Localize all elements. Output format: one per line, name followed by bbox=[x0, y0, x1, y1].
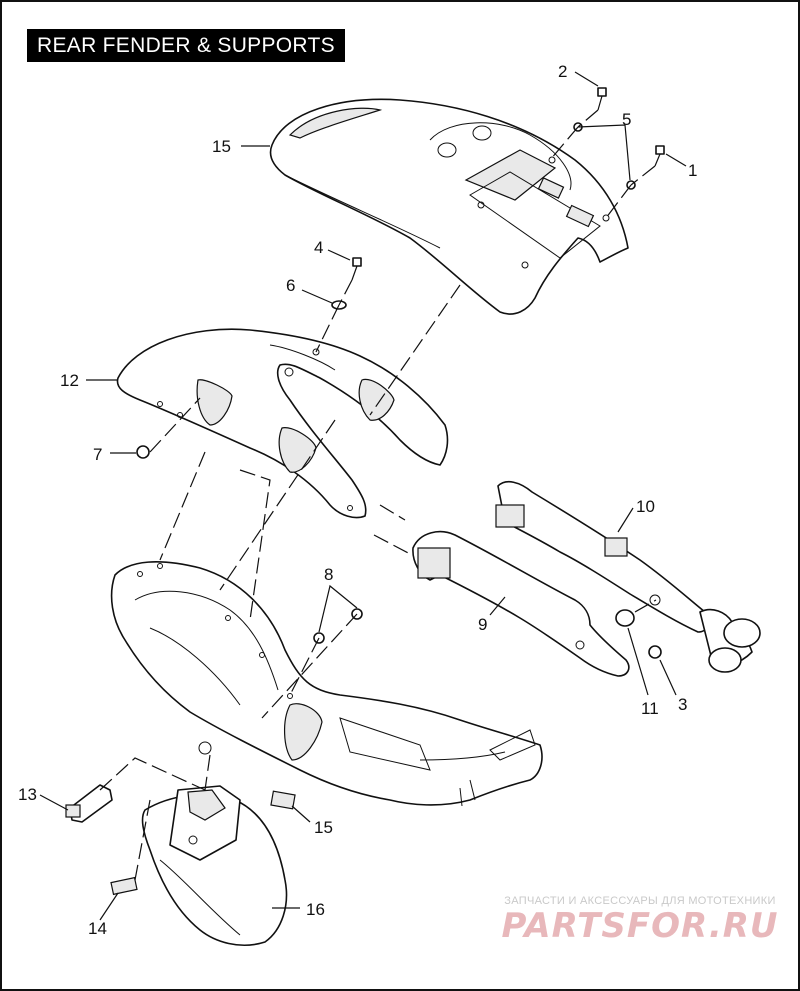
part-9-support-rail bbox=[412, 531, 630, 677]
watermark-tagline: ЗАПЧАСТИ И АКСЕССУАРЫ ДЛЯ МОТОТЕХНИКИ bbox=[504, 895, 776, 907]
callout-1: 1 bbox=[688, 161, 697, 180]
callout-15-top: 15 bbox=[212, 137, 231, 156]
part-16-lower-fender bbox=[141, 785, 288, 946]
callout-4: 4 bbox=[314, 238, 323, 257]
callouts: 15 2 5 1 4 6 12 7 8 10 9 11 3 13 15 14 1… bbox=[18, 62, 697, 938]
fender-subframe-assembly bbox=[110, 561, 543, 807]
assembly-lines bbox=[99, 109, 657, 881]
part-13-bracket bbox=[65, 784, 113, 823]
part-10-support-rail bbox=[495, 480, 710, 633]
part-15-fender-cover bbox=[269, 98, 629, 315]
callout-15-bottom: 15 bbox=[314, 818, 333, 837]
part-15-pad bbox=[270, 790, 296, 810]
callout-12: 12 bbox=[60, 371, 79, 390]
callout-7: 7 bbox=[93, 445, 102, 464]
part-12-fender-support bbox=[116, 328, 449, 519]
watermark: ЗАПЧАСТИ И АКСЕССУАРЫ ДЛЯ МОТОТЕХНИКИ PA… bbox=[490, 895, 790, 945]
watermark-brand: PARTSFOR.RU bbox=[501, 906, 779, 946]
callout-8: 8 bbox=[324, 565, 333, 584]
callout-6: 6 bbox=[286, 276, 295, 295]
leader-lines bbox=[39, 71, 687, 921]
callout-13: 13 bbox=[18, 785, 37, 804]
part-14-pad bbox=[110, 876, 138, 896]
callout-11: 11 bbox=[641, 699, 659, 718]
rear-lamp-assembly bbox=[699, 608, 761, 673]
callout-9: 9 bbox=[478, 615, 487, 634]
callout-2: 2 bbox=[558, 62, 567, 81]
callout-16: 16 bbox=[306, 900, 325, 919]
callout-10: 10 bbox=[636, 497, 655, 516]
callout-3: 3 bbox=[678, 695, 687, 714]
diagram-title: REAR FENDER & SUPPORTS bbox=[27, 29, 345, 62]
callout-5: 5 bbox=[622, 110, 631, 129]
callout-14: 14 bbox=[88, 919, 107, 938]
